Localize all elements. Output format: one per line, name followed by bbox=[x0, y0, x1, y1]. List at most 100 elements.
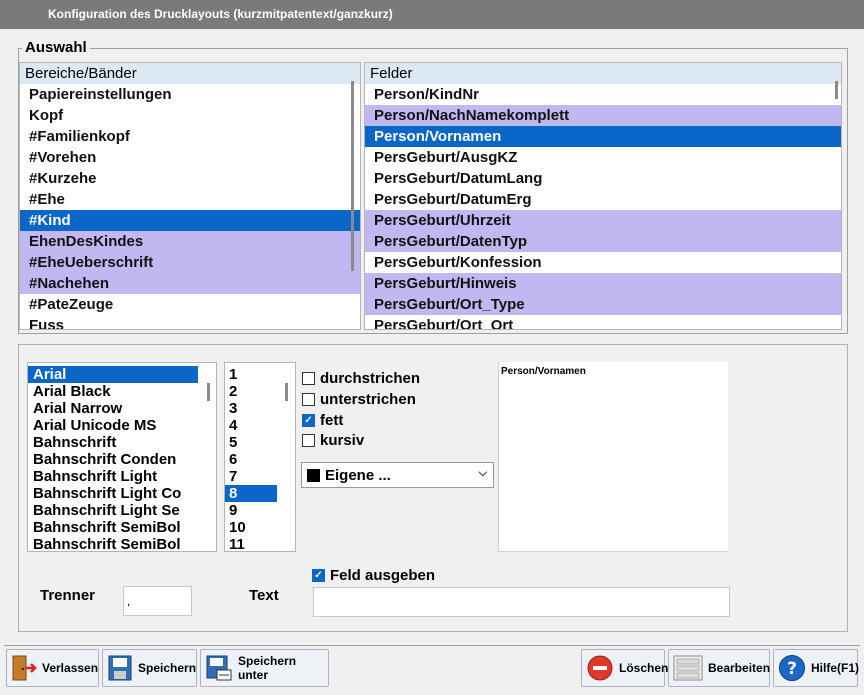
speichern-unter-label: Speichern unter bbox=[238, 654, 297, 682]
durchstrichen-label: durchstrichen bbox=[320, 370, 421, 387]
feld-item[interactable]: PersGeburt/AusgKZ bbox=[374, 149, 518, 166]
trenner-label: Trenner bbox=[40, 587, 96, 604]
unterstrichen-checkbox[interactable]: unterstrichen bbox=[302, 391, 416, 408]
font-item[interactable]: Bahnschrift SemiBol bbox=[33, 536, 181, 552]
bereich-item[interactable]: #PateZeuge bbox=[29, 296, 114, 313]
feld-item[interactable]: PersGeburt/Ort_Ort bbox=[374, 317, 514, 330]
check-icon: ✓ bbox=[312, 569, 325, 582]
bereich-item[interactable]: #EheUeberschrift bbox=[20, 252, 360, 273]
preview-area: Person/Vornamen bbox=[498, 362, 728, 552]
font-item[interactable]: Arial Black bbox=[33, 383, 111, 400]
felder-scrollbar[interactable] bbox=[835, 81, 838, 99]
hilfe-label: Hilfe(F1) bbox=[811, 661, 859, 675]
bereich-item[interactable]: #Kurzehe bbox=[29, 170, 97, 187]
bereich-item[interactable]: #Vorehen bbox=[29, 149, 97, 166]
bereich-item[interactable]: #Ehe bbox=[29, 191, 65, 208]
size-item-selected[interactable]: 8 bbox=[225, 485, 277, 502]
verlassen-button[interactable]: Verlassen bbox=[6, 649, 99, 687]
feld-item[interactable]: Person/NachNamekomplett bbox=[365, 105, 841, 126]
auswahl-group bbox=[18, 48, 848, 334]
delete-icon bbox=[586, 653, 614, 683]
checkbox-box bbox=[302, 393, 315, 406]
checkbox-box bbox=[302, 434, 315, 447]
loeschen-button[interactable]: Löschen bbox=[581, 649, 669, 687]
size-item[interactable]: 3 bbox=[229, 400, 238, 417]
kursiv-label: kursiv bbox=[320, 432, 365, 449]
font-item[interactable]: Bahnschrift SemiBol bbox=[33, 519, 181, 536]
unterstrichen-label: unterstrichen bbox=[320, 391, 416, 408]
felder-header: Felder bbox=[365, 63, 841, 84]
feld-ausgeben-checkbox[interactable]: ✓ Feld ausgeben bbox=[312, 567, 435, 584]
bereich-item[interactable]: EhenDesKindes bbox=[20, 231, 360, 252]
feld-item[interactable]: PersGeburt/DatumErg bbox=[374, 191, 532, 208]
text-input[interactable] bbox=[313, 587, 730, 617]
size-list[interactable]: 1 2 3 4 5 6 7 8 9 10 11 bbox=[224, 362, 296, 552]
help-icon: ? bbox=[778, 653, 806, 683]
button-bar bbox=[4, 645, 860, 691]
text-label: Text bbox=[249, 587, 279, 604]
bereich-item-selected[interactable]: #Kind bbox=[20, 210, 360, 231]
bearbeiten-button[interactable]: Bearbeiten bbox=[668, 649, 770, 687]
feld-item[interactable]: PersGeburt/DatenTyp bbox=[365, 231, 841, 252]
save-as-icon bbox=[205, 653, 233, 683]
size-list-scrollbar[interactable] bbox=[285, 383, 288, 401]
auswahl-legend: Auswahl bbox=[22, 39, 90, 56]
size-item[interactable]: 1 bbox=[229, 366, 238, 383]
size-item[interactable]: 7 bbox=[229, 468, 238, 485]
feld-item[interactable]: PersGeburt/Uhrzeit bbox=[365, 210, 841, 231]
font-item-selected[interactable]: Arial bbox=[28, 366, 198, 383]
checkbox-box bbox=[302, 372, 315, 385]
fett-label: fett bbox=[320, 412, 344, 429]
color-select[interactable]: Eigene ... ⌵ bbox=[301, 462, 494, 488]
edit-list-icon bbox=[673, 653, 703, 683]
speichern-unter-button[interactable]: Speichern unter bbox=[200, 649, 329, 687]
feld-item[interactable]: PersGeburt/Hinweis bbox=[365, 273, 841, 294]
bereich-item[interactable]: #Familienkopf bbox=[29, 128, 130, 145]
felder-list[interactable]: Felder Person/KindNr Person/NachNamekomp… bbox=[364, 62, 842, 330]
size-item[interactable]: 4 bbox=[229, 417, 238, 434]
feld-ausgeben-label: Feld ausgeben bbox=[330, 567, 436, 584]
feld-item[interactable]: PersGeburt/Konfession bbox=[374, 254, 542, 271]
bereiche-scrollbar[interactable] bbox=[351, 81, 354, 271]
feld-item[interactable]: PersGeburt/DatumLang bbox=[374, 170, 543, 187]
preview-text: Person/Vornamen bbox=[501, 366, 586, 377]
bereiche-list[interactable]: Bereiche/Bänder Papiereinstellungen Kopf… bbox=[19, 62, 361, 330]
bearbeiten-label: Bearbeiten bbox=[708, 661, 771, 675]
font-item[interactable]: Arial Narrow bbox=[33, 400, 123, 417]
feld-item[interactable]: Person/KindNr bbox=[374, 86, 480, 103]
durchstrichen-checkbox[interactable]: durchstrichen bbox=[302, 370, 420, 387]
bereich-item[interactable]: #Nachehen bbox=[20, 273, 360, 294]
verlassen-label: Verlassen bbox=[42, 661, 99, 675]
size-item[interactable]: 5 bbox=[229, 434, 238, 451]
trenner-input[interactable]: , bbox=[123, 586, 192, 616]
size-item[interactable]: 6 bbox=[229, 451, 238, 468]
size-item[interactable]: 10 bbox=[229, 519, 246, 536]
speichern-button[interactable]: Speichern bbox=[102, 649, 197, 687]
size-item[interactable]: 2 bbox=[229, 383, 238, 400]
format-group bbox=[18, 344, 848, 632]
kursiv-checkbox[interactable]: kursiv bbox=[302, 432, 364, 449]
bereich-item[interactable]: Fuss bbox=[29, 317, 65, 330]
size-item[interactable]: 11 bbox=[229, 536, 245, 552]
bereich-item[interactable]: Papiereinstellungen bbox=[29, 86, 172, 103]
save-icon bbox=[107, 653, 133, 683]
speichern-label: Speichern bbox=[138, 661, 197, 675]
feld-item[interactable]: PersGeburt/Ort_Type bbox=[365, 294, 841, 315]
check-icon: ✓ bbox=[302, 414, 315, 427]
font-list-scrollbar[interactable] bbox=[207, 383, 210, 401]
color-swatch bbox=[307, 468, 320, 482]
font-item[interactable]: Bahnschrift Light Se bbox=[33, 502, 180, 519]
fett-checkbox[interactable]: ✓ fett bbox=[302, 412, 343, 429]
font-item[interactable]: Bahnschrift bbox=[33, 434, 117, 451]
color-select-value: Eigene ... bbox=[325, 466, 391, 484]
feld-item-selected[interactable]: Person/Vornamen bbox=[365, 126, 841, 147]
bereich-item[interactable]: Kopf bbox=[29, 107, 64, 124]
loeschen-label: Löschen bbox=[619, 661, 669, 675]
font-item[interactable]: Bahnschrift Light bbox=[33, 468, 158, 485]
size-item[interactable]: 9 bbox=[229, 502, 238, 519]
font-item[interactable]: Bahnschrift Light Co bbox=[33, 485, 182, 502]
font-item[interactable]: Arial Unicode MS bbox=[33, 417, 157, 434]
font-list[interactable]: Arial Arial Black Arial Narrow Arial Uni… bbox=[27, 362, 217, 552]
hilfe-button[interactable]: ? Hilfe(F1) bbox=[773, 649, 859, 687]
font-item[interactable]: Bahnschrift Conden bbox=[33, 451, 177, 468]
